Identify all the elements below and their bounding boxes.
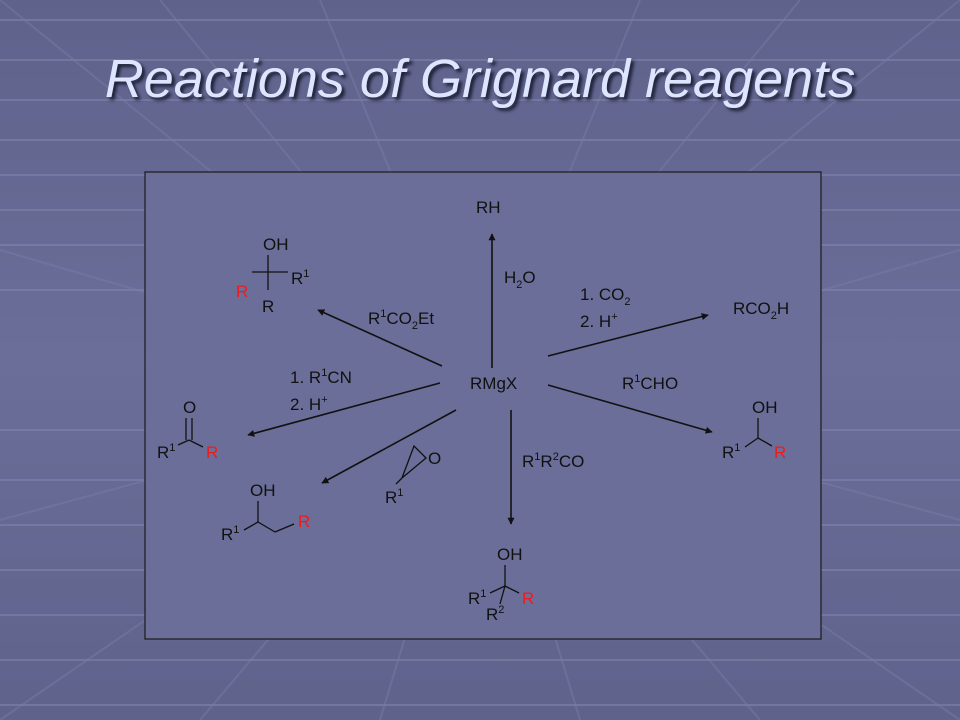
svg-text:R: R [298,512,310,531]
svg-text:R1: R1 [385,487,403,507]
reagent-acid-1: 2. H+ [580,311,618,331]
svg-text:OH: OH [752,398,778,417]
svg-text:OH: OH [250,481,276,500]
svg-text:O: O [428,449,441,468]
svg-text:R: R [262,297,274,316]
svg-text:R1: R1 [291,268,309,288]
arrow-upper-left [317,309,443,367]
product-tertiary-alcohol-2: OH R1 R2 R [468,545,534,624]
reagent-co2: 1. CO2 [580,285,631,308]
product-alkane: RH [476,198,501,217]
arrow-middle-right [547,384,713,434]
center-grignard: RMgX [470,374,517,393]
svg-text:OH: OH [497,545,523,564]
arrow-middle-left [247,382,441,437]
svg-text:OH: OH [263,235,289,254]
reagent-ester: R1CO2Et [368,308,434,332]
product-ketone: O R1 R [157,398,218,462]
reagent-ketone: R1R2CO [522,451,584,471]
svg-text:R2: R2 [486,604,504,624]
reagent-aldehyde: R1CHO [622,373,678,393]
svg-text:R1: R1 [468,588,486,608]
svg-text:R1: R1 [221,524,239,544]
reagent-nitrile: 1. R1CN [290,367,352,387]
svg-text:R1: R1 [157,442,175,462]
arrow-upper-right [547,313,709,357]
product-tertiary-alcohol: OH R R R1 [236,235,309,316]
svg-text:R: R [522,589,534,608]
svg-text:R1: R1 [722,442,740,462]
scheme-panel [144,171,822,640]
svg-text:R: R [774,443,786,462]
product-secondary-alcohol: OH R1 R [722,398,786,462]
reagent-water: H2O [504,268,536,291]
reagent-epoxide: O R1 [385,444,441,507]
svg-text:RMgX: RMgX [470,374,517,393]
svg-text:R: R [206,443,218,462]
arrow-lower-left [321,409,457,484]
slide-title: Reactions of Grignard reagents [104,49,856,109]
svg-text:O: O [183,398,196,417]
product-primary-alcohol: OH R1 R [221,481,310,544]
product-carboxylic-acid: RCO2H [733,299,789,322]
svg-text:R: R [236,282,248,301]
reagent-acid-2: 2. H+ [290,394,328,414]
